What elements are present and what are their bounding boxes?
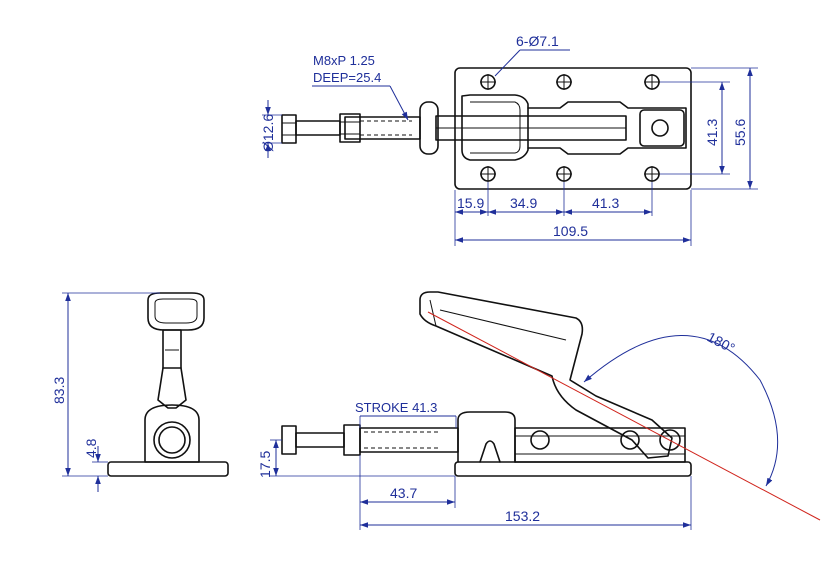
side-body [144, 404, 200, 463]
thread-callout-line2: DEEP=25.4 [313, 70, 381, 85]
side-handle-stem [162, 329, 182, 369]
thread-callout-line1: M8xP 1.25 [313, 53, 375, 68]
top-spindle [295, 120, 341, 136]
rod-height-label: 17.5 [257, 451, 273, 478]
front-base-plate [454, 461, 692, 477]
front-overall-length-label: 153.2 [505, 508, 540, 524]
top-mounting-holes [480, 74, 660, 182]
front-hex-nut [343, 424, 361, 456]
front-spindle [295, 432, 345, 448]
top-hex-nut [339, 113, 361, 143]
top-spindle-hex [281, 114, 297, 144]
side-bore-inner [158, 426, 186, 454]
base-width-label: 55.6 [732, 119, 748, 146]
handle-angle-label: 180° [705, 329, 738, 357]
stroke-label: STROKE 41.3 [355, 400, 437, 415]
front-view: 180° STROKE 41.3 17.5 43.7 153.2 [257, 291, 821, 530]
hole-row-spacing-label: 41.3 [704, 119, 720, 146]
side-linkage [157, 367, 187, 409]
top-guide-slot [527, 101, 687, 155]
retracted-extension-label: 43.7 [390, 485, 417, 501]
hole-spacing-3-label: 41.3 [592, 195, 619, 211]
top-overall-length-label: 109.5 [553, 223, 588, 239]
top-link-block [639, 109, 685, 147]
front-pin-2 [620, 430, 640, 450]
rod-diameter-label: Ø12.6 [260, 114, 276, 152]
top-link-pin [651, 119, 669, 137]
hole-spacing-1-label: 15.9 [457, 195, 484, 211]
front-pin-1 [530, 430, 550, 450]
top-threaded-rod [344, 116, 421, 140]
side-view: 83.3 4.8 [51, 292, 229, 492]
top-view: 6-Ø7.1 M8xP 1.25 DEEP=25.4 Ø12.6 15.9 34… [260, 33, 758, 246]
hole-callout: 6-Ø7.1 [516, 33, 559, 49]
front-body-housing [457, 411, 516, 463]
side-base [107, 461, 229, 477]
front-spindle-hex [281, 425, 297, 455]
side-overall-height-label: 83.3 [51, 377, 67, 404]
side-bore-outer [153, 421, 191, 459]
side-base-thickness-label: 4.8 [83, 438, 99, 458]
top-body-housing [461, 94, 529, 161]
handle-center-line [427, 311, 821, 521]
hole-spacing-2-label: 34.9 [510, 195, 537, 211]
